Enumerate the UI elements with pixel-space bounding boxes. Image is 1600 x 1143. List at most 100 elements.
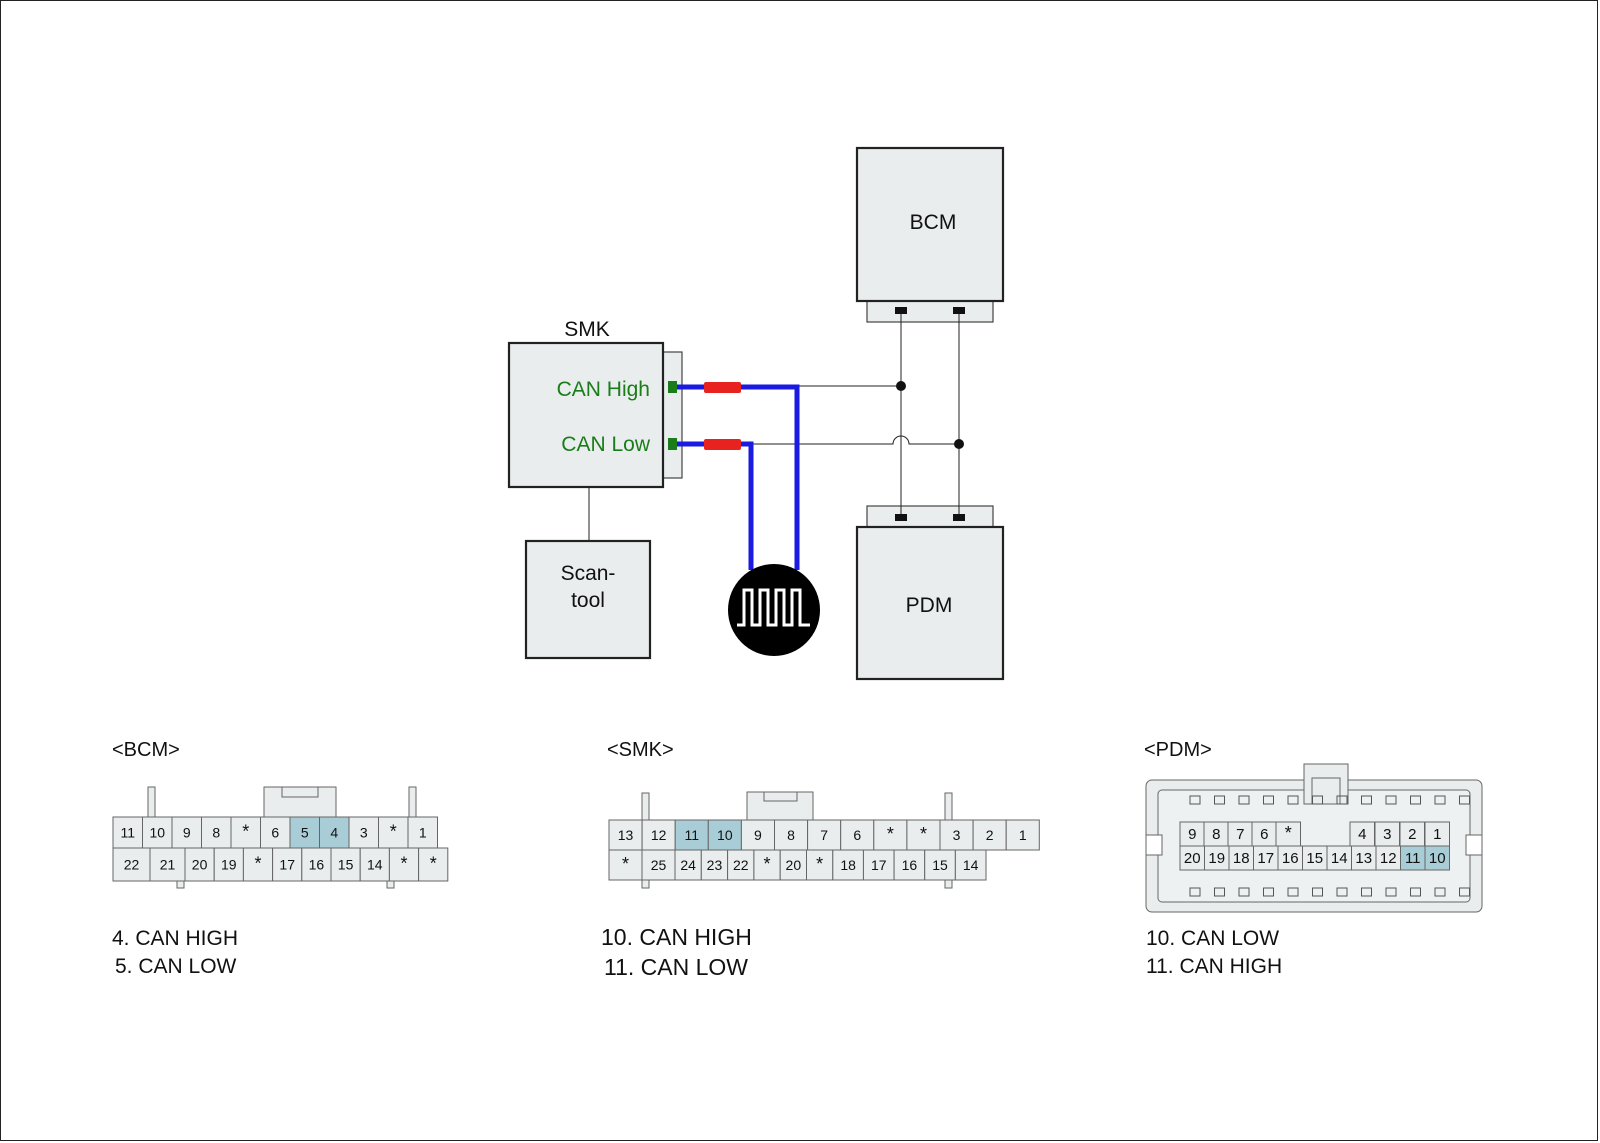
smk-pin-number: 23: [707, 857, 723, 873]
pdm-pin-number: 16: [1282, 850, 1299, 867]
pdm-pin-cell: [1227, 821, 1253, 847]
smk-pin-number: 6: [853, 827, 861, 843]
pdm-connector-housing: [866, 505, 994, 529]
pdm-pin-number: 14: [1331, 850, 1348, 867]
bcm-connector-housing: [866, 299, 994, 323]
smk-pin-cell: [608, 819, 643, 851]
smk-pin-number: 25: [651, 857, 667, 873]
pdm-pin-number: 15: [1306, 850, 1323, 867]
pdm-pin-number: 12: [1380, 850, 1397, 867]
pdm-pin-number: 8: [1212, 826, 1220, 843]
pdm-pin-number: 13: [1355, 850, 1372, 867]
bcm-pin-cell: [388, 847, 420, 882]
bcm-pin-number: 8: [212, 825, 220, 841]
smk-pin-number: 3: [953, 827, 961, 843]
pdm-pin-cell: [1228, 845, 1254, 871]
bcm-pin-number: 17: [279, 857, 295, 873]
bcm-pin-number: 6: [271, 825, 279, 841]
smk-legend-line-1: 10. CAN HIGH: [601, 924, 752, 950]
pdm-pin-number: 7: [1236, 826, 1244, 843]
bcm-pin-number: 19: [221, 857, 237, 873]
smk-pin-cell: [700, 849, 729, 881]
pdm-pin-number: 20: [1184, 850, 1201, 867]
bcm-connector-header: <BCM>: [112, 739, 180, 761]
smk-pin-number: 15: [932, 857, 948, 873]
pdm-pin-cell: [1424, 845, 1450, 871]
bcm-pin-cell: [319, 816, 350, 849]
bcm-pin-number: *: [242, 822, 249, 842]
pdm-pin-number: 4: [1358, 826, 1366, 843]
smk-pin-cell: [806, 849, 834, 881]
bcm-pin-high: [895, 307, 907, 314]
pdm-pin-cell: [1351, 845, 1377, 871]
bcm-pin-cell: [348, 816, 379, 849]
smk-pin-number: 11: [684, 827, 699, 843]
bcm-pin-number: 21: [160, 857, 176, 873]
smk-pin-number: 1: [1019, 827, 1027, 843]
smk-connector-header: <SMK>: [607, 739, 674, 761]
junction-high: [896, 381, 906, 391]
bcm-pin-number: 3: [360, 825, 368, 841]
smk-pin-number: 8: [787, 827, 795, 843]
smk-connector-housing: [661, 351, 683, 479]
bcm-pin-number: *: [430, 854, 437, 874]
bcm-pin-low: [953, 307, 965, 314]
smk-pin-number: *: [764, 854, 771, 874]
pdm-pin-number: 17: [1257, 850, 1274, 867]
pdm-pin-low: [953, 514, 965, 521]
bcm-pin-cell: [260, 816, 291, 849]
smk-pin-number: *: [920, 824, 927, 844]
bcm-pin-number: 16: [309, 857, 325, 873]
pdm-pin-cell: [1374, 821, 1400, 847]
pdm-pin-number: *: [1285, 823, 1292, 843]
smk-pin-number: 2: [986, 827, 994, 843]
can-bus-wiring: [751, 314, 964, 514]
bcm-pin-cell: [213, 847, 244, 882]
oscilloscope-icon: [728, 564, 820, 656]
pdm-legend-line-2: 11. CAN HIGH: [1146, 955, 1282, 978]
smk-pin-number: 22: [733, 857, 749, 873]
bcm-pin-number: 10: [149, 825, 165, 841]
bcm-pin-number: *: [400, 854, 407, 874]
bcm-pin-cell: [418, 847, 449, 882]
pdm-pin-number: 10: [1429, 850, 1446, 867]
scan-tool-label-1: Scan-: [561, 562, 616, 585]
smk-pin-number: 13: [618, 827, 634, 843]
smk-title: SMK: [564, 318, 610, 341]
bcm-pin-cell: [242, 847, 274, 882]
pdm-pin-number: 11: [1405, 850, 1421, 867]
bcm-pin-cell: [378, 816, 409, 849]
smk-pin-cell: [972, 819, 1007, 851]
pdm-pin-number: 3: [1383, 826, 1391, 843]
pdm-pin-number: 19: [1208, 850, 1225, 867]
pdm-pin-high: [895, 514, 907, 521]
pdm-pin-cell: [1277, 845, 1303, 871]
oscilloscope-probe: [677, 382, 820, 656]
smk-pin-cell: [608, 849, 643, 881]
bcm-pin-number: 20: [192, 857, 208, 873]
junction-low: [954, 439, 964, 449]
bcm-pin-cell: [184, 847, 215, 882]
bcm-module: BCM: [855, 146, 1005, 323]
pdm-label: PDM: [906, 594, 953, 617]
pdm-pin-number: 1: [1433, 826, 1441, 843]
pdm-pin-number: 2: [1408, 826, 1416, 843]
smk-pin-number: 17: [871, 857, 887, 873]
scan-tool-label-2: tool: [571, 589, 605, 612]
scan-tool: Scan- tool: [524, 487, 652, 660]
bcm-pin-number: 15: [338, 857, 354, 873]
pdm-connector-header: <PDM>: [1144, 739, 1212, 761]
smk-pin-number: 9: [754, 827, 762, 843]
probe-clip-high: [704, 382, 741, 393]
smk-pin-number: 14: [963, 857, 979, 873]
pdm-module: PDM: [855, 505, 1005, 681]
smk-pin-cell: [674, 819, 709, 851]
smk-legend-line-2: 11. CAN LOW: [604, 954, 748, 980]
pdm-pin-cell: [1400, 845, 1426, 871]
smk-pin-number: 20: [786, 857, 802, 873]
smk-pin-number: 16: [902, 857, 918, 873]
pdm-pin-number: 18: [1233, 850, 1250, 867]
